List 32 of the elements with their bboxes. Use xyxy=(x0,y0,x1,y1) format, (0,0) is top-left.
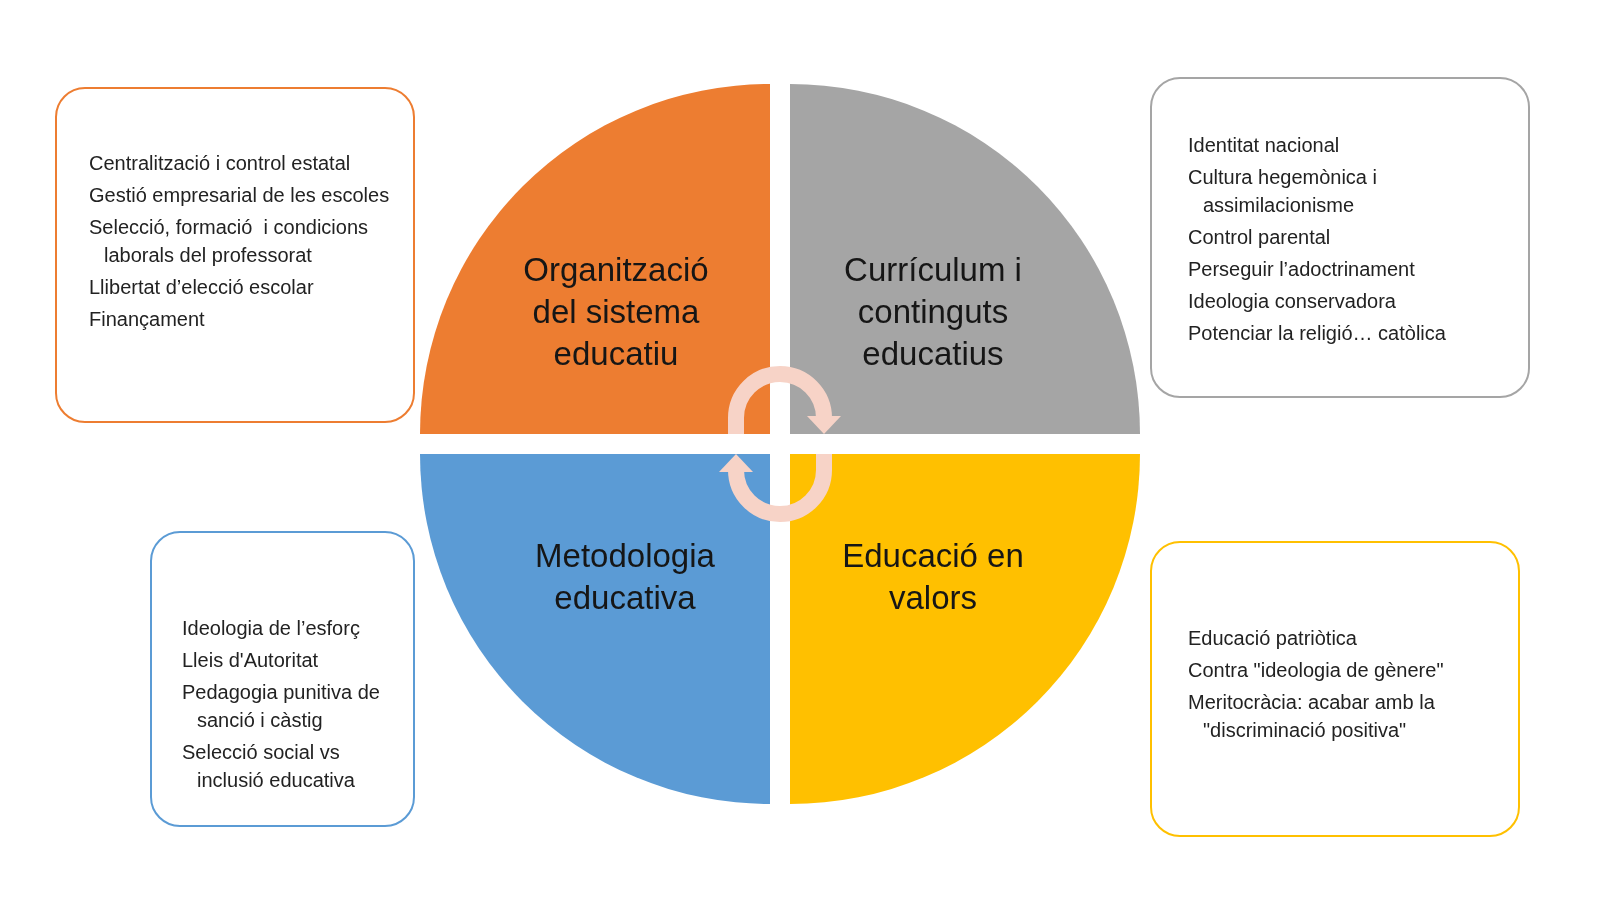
list-item: Potenciar la religió… catòlica xyxy=(1188,321,1447,346)
list-item: Selecció social vs inclusió educativa xyxy=(182,740,356,793)
segment-title: Educació en valors xyxy=(841,536,1025,618)
quarter-circle-segment xyxy=(790,84,1140,434)
list-item: Pedagogia punitiva de sanció i càstig xyxy=(182,680,381,733)
quarter-circle-segment xyxy=(790,454,1140,804)
curved-arrow xyxy=(728,366,841,434)
quarter-circle-segment xyxy=(420,454,770,804)
list-item: Meritocràcia: acabar amb la "discriminació positiva" xyxy=(1188,690,1436,743)
list-item: Selecció, formació i condicions laborals del professorat xyxy=(89,215,369,268)
segment-title: Metodologia educativa xyxy=(534,536,716,618)
topic-card xyxy=(1150,541,1520,837)
list-item: Ideologia conservadora xyxy=(1188,289,1397,314)
list-item: Educació patriòtica xyxy=(1188,626,1358,651)
segment-title: Currículum i continguts educatius xyxy=(843,250,1023,374)
list-item: Finançament xyxy=(89,307,206,332)
topic-card xyxy=(55,87,415,423)
list-item: Identitat nacional xyxy=(1188,133,1341,158)
topic-card xyxy=(150,531,415,827)
list-item: Lleis d'Autoritat xyxy=(182,648,320,673)
topic-card xyxy=(1150,77,1530,398)
list-item: Ideologia de l’esforç xyxy=(182,616,361,641)
list-item: Gestió empresarial de les escoles xyxy=(89,183,391,208)
segment-title: Organització del sistema educatiu xyxy=(522,250,710,374)
list-item: Contra "ideologia de gènere" xyxy=(1188,658,1445,683)
quarter-circle-segment xyxy=(420,84,770,434)
list-item: Centralització i control estatal xyxy=(89,151,352,176)
list-item: Llibertat d’elecció escolar xyxy=(89,275,315,300)
curved-arrow xyxy=(719,454,832,522)
list-item: Cultura hegemònica i assimilacionisme xyxy=(1188,165,1378,218)
list-item: Perseguir l’adoctrinament xyxy=(1188,257,1416,282)
list-item: Control parental xyxy=(1188,225,1332,250)
